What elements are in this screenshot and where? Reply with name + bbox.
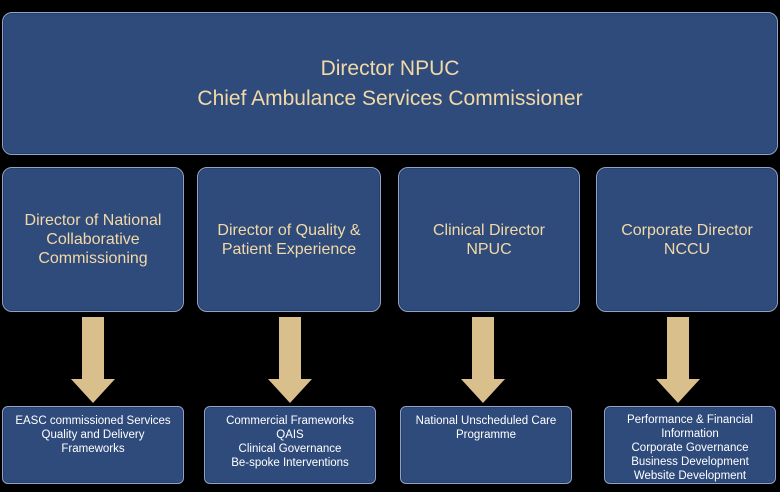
director-box-quality: Director of Quality & Patient Experience bbox=[197, 167, 381, 312]
responsibility-4-line-5: Website Development bbox=[633, 470, 747, 482]
director-3-line-2: NPUC bbox=[466, 240, 512, 258]
responsibility-4-line-1: Performance & Financial bbox=[627, 414, 753, 426]
director-1-line-3: Commissioning bbox=[38, 250, 148, 267]
down-arrow-icon bbox=[656, 317, 700, 403]
director-box-national-collaborative: Director of National Collaborative Commi… bbox=[2, 167, 184, 312]
responsibility-2-line-2: QAIS bbox=[276, 429, 304, 441]
responsibility-4-line-4: Business Development bbox=[631, 456, 749, 468]
top-title-line-2: Chief Ambulance Services Commissioner bbox=[197, 86, 583, 110]
responsibility-3-line-2: Programme bbox=[455, 429, 517, 441]
director-4-line-1: Corporate Director bbox=[621, 221, 753, 239]
responsibility-box-1: EASC commissioned Services Quality and D… bbox=[2, 406, 184, 484]
chief-commissioner-box: Director NPUC Chief Ambulance Services C… bbox=[2, 12, 778, 155]
responsibility-1-line-3: Frameworks bbox=[61, 443, 125, 455]
responsibility-4-line-2: Information bbox=[661, 428, 719, 440]
responsibility-2-line-1: Commercial Frameworks bbox=[226, 415, 354, 427]
responsibility-4-line-3: Corporate Governance bbox=[631, 442, 749, 454]
top-title-line-1: Director NPUC bbox=[320, 56, 460, 80]
responsibility-box-3: National Unscheduled Care Programme bbox=[400, 406, 572, 484]
responsibility-box-4: Performance & Financial Information Corp… bbox=[604, 406, 776, 484]
responsibility-box-2: Commercial Frameworks QAIS Clinical Gove… bbox=[204, 406, 376, 484]
responsibility-3-line-1: National Unscheduled Care bbox=[415, 415, 557, 427]
director-4-line-2: NCCU bbox=[663, 240, 711, 258]
down-arrow-icon bbox=[71, 317, 115, 403]
responsibility-1-line-2: Quality and Delivery bbox=[41, 429, 145, 441]
director-box-clinical: Clinical Director NPUC bbox=[398, 167, 580, 312]
responsibility-1-line-1: EASC commissioned Services bbox=[15, 415, 171, 427]
director-box-corporate: Corporate Director NCCU bbox=[596, 167, 778, 312]
down-arrow-icon bbox=[461, 317, 505, 403]
responsibility-2-line-3: Clinical Governance bbox=[238, 443, 342, 455]
director-2-line-1: Director of Quality & bbox=[217, 221, 361, 239]
director-1-line-1: Director of National bbox=[24, 212, 162, 229]
director-3-line-1: Clinical Director bbox=[432, 221, 546, 239]
director-2-line-2: Patient Experience bbox=[221, 240, 357, 258]
down-arrow-icon bbox=[268, 317, 312, 403]
director-1-line-2: Collaborative bbox=[46, 231, 140, 248]
responsibility-2-line-4: Be-spoke Interventions bbox=[231, 457, 349, 469]
